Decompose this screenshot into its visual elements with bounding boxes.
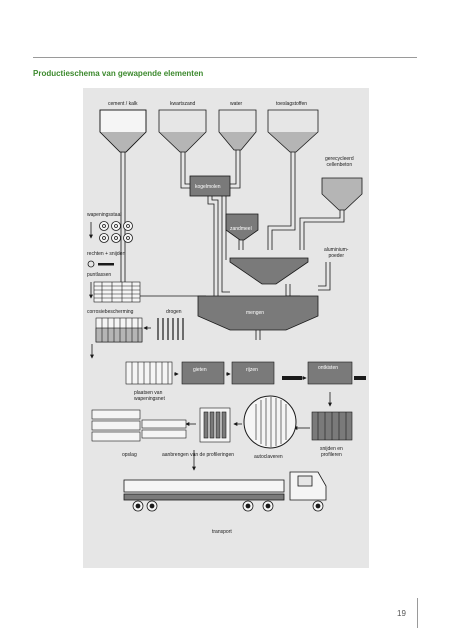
label-gerecycleerd: gerecycleerd cellenbeton bbox=[325, 156, 354, 168]
label-ontkisten: ontkisten bbox=[318, 365, 339, 371]
autoclave bbox=[243, 395, 297, 449]
cut-bar bbox=[98, 263, 114, 266]
demoulding-block bbox=[307, 361, 353, 385]
silo-cement bbox=[99, 109, 147, 153]
cut-wheel bbox=[87, 260, 95, 268]
label-rechten: rechten + snijden bbox=[87, 251, 126, 257]
label-puntlassen: puntlassen bbox=[87, 272, 112, 278]
trolley bbox=[199, 407, 231, 443]
label-corrosie: corrosiebescherming bbox=[87, 309, 134, 315]
label-water: water bbox=[230, 101, 243, 107]
truck bbox=[123, 471, 327, 512]
casting-mould bbox=[181, 361, 225, 385]
sandmeal-tank bbox=[225, 213, 259, 241]
label-snijden: snijden en profileren bbox=[320, 446, 343, 458]
corrosion-bath bbox=[95, 317, 143, 343]
label-rijzen: rijzen bbox=[246, 367, 258, 373]
silo-kwartszand bbox=[158, 109, 207, 153]
silo-water bbox=[218, 109, 257, 151]
label-mengen: mengen bbox=[246, 310, 265, 316]
cutting-block bbox=[311, 411, 353, 441]
drying-rack bbox=[157, 318, 184, 340]
label-cement: cement / kalk bbox=[108, 101, 138, 107]
silo-recycled bbox=[321, 177, 363, 211]
welded-mesh bbox=[93, 281, 141, 303]
top-rule bbox=[33, 57, 417, 58]
label-plaatsen: plaatsen van wapeningsnet bbox=[134, 390, 165, 402]
label-wapeningsstaal: wapeningsstaal bbox=[87, 212, 122, 218]
mixer bbox=[197, 295, 319, 331]
label-aluminium: aluminium- poeder bbox=[324, 247, 349, 259]
label-autoclaveren: autoclaveren bbox=[254, 454, 283, 460]
page-number: 19 bbox=[397, 609, 406, 618]
steel-coils bbox=[99, 221, 133, 243]
profiled-slabs bbox=[141, 419, 187, 439]
label-kogelmolen: kogelmolen bbox=[195, 184, 221, 190]
label-transport: transport bbox=[212, 529, 232, 535]
label-gieten: gieten bbox=[193, 367, 207, 373]
label-drogen: drogen bbox=[166, 309, 182, 315]
label-toeslagstoffen: toeslagstoffen bbox=[276, 101, 308, 107]
conveyor-1 bbox=[282, 376, 302, 380]
collecting-hopper bbox=[229, 257, 309, 285]
side-rule bbox=[417, 598, 418, 628]
label-kwartszand: kwartszand bbox=[170, 101, 196, 107]
silo-toeslagstoffen bbox=[267, 109, 319, 153]
mould-rebar bbox=[125, 361, 173, 385]
label-zandmeel: zandmeel bbox=[230, 226, 252, 232]
storage-stack bbox=[91, 409, 141, 442]
label-opslag: opslag bbox=[122, 452, 137, 458]
page-title: Productieschema van gewapende elementen bbox=[33, 69, 204, 78]
rising-mould bbox=[231, 361, 275, 385]
ball-mill bbox=[189, 175, 231, 197]
label-aanbrengen: aanbrengen van de profileringen bbox=[162, 452, 234, 458]
conveyor-2 bbox=[354, 376, 366, 380]
